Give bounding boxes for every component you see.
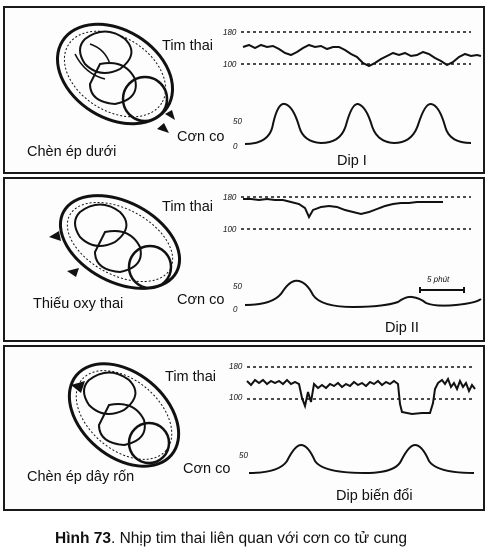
fhr-tracing — [241, 196, 471, 230]
fhr-upper-tick: 180 — [223, 28, 237, 37]
fetal-illustration-label: Chèn ép dưới — [27, 144, 117, 160]
fhr-tracing — [241, 31, 482, 68]
panel-dip-2: Thiếu oxy thai Tim thai 180 100 Cơn co 5… — [3, 177, 485, 342]
fhr-label: Tim thai — [162, 38, 214, 54]
fetal-illustration-label: Thiếu oxy thai — [33, 296, 124, 312]
time-scale-bar — [419, 287, 465, 293]
contraction-upper-tick: 50 — [239, 451, 248, 460]
fhr-label: Tim thai — [165, 369, 217, 385]
fetus-illustration-hypoxia — [49, 194, 182, 290]
fhr-upper-tick: 180 — [229, 362, 243, 371]
fhr-lower-tick: 100 — [223, 60, 237, 69]
fhr-lower-tick: 100 — [229, 393, 243, 402]
fetal-illustration-label: Chèn ép dây rốn — [27, 469, 135, 485]
fhr-lower-tick: 100 — [223, 225, 237, 234]
contraction-upper-tick: 50 — [233, 117, 242, 126]
panel-dip-1: Chèn ép dưới Tim thai 180 100 Cơn co 50 … — [3, 6, 485, 174]
contraction-lower-tick: 0 — [233, 305, 238, 314]
contraction-tracing — [244, 102, 472, 145]
contraction-upper-tick: 50 — [233, 282, 242, 291]
fhr-label: Tim thai — [162, 199, 214, 215]
fetus-illustration-cord-compression — [67, 362, 181, 468]
fhr-upper-tick: 180 — [223, 193, 237, 202]
contraction-label: Cơn co — [183, 461, 231, 477]
panel-variable-dip: Chèn ép dây rốn Tim thai 180 100 Cơn co … — [3, 345, 485, 511]
pattern-label: Dip II — [385, 320, 419, 336]
time-scale-label: 5 phút — [427, 275, 450, 284]
caption-text: . Nhịp tim thai liên quan với cơn co tử … — [110, 530, 408, 547]
pattern-label: Dip biến đổi — [336, 488, 413, 504]
contraction-label: Cơn co — [177, 292, 225, 308]
fetus-illustration-head-compression — [55, 22, 175, 133]
contraction-tracing — [248, 443, 475, 475]
pattern-label: Dip I — [337, 153, 367, 169]
contraction-tracing — [244, 279, 482, 309]
contraction-lower-tick: 0 — [233, 142, 238, 151]
figure-caption: Hình 73. Nhịp tim thai liên quan với cơn… — [55, 530, 407, 548]
contraction-label: Cơn co — [177, 129, 225, 145]
fhr-tracing — [246, 366, 476, 416]
figure-number: Hình 73 — [55, 530, 111, 547]
